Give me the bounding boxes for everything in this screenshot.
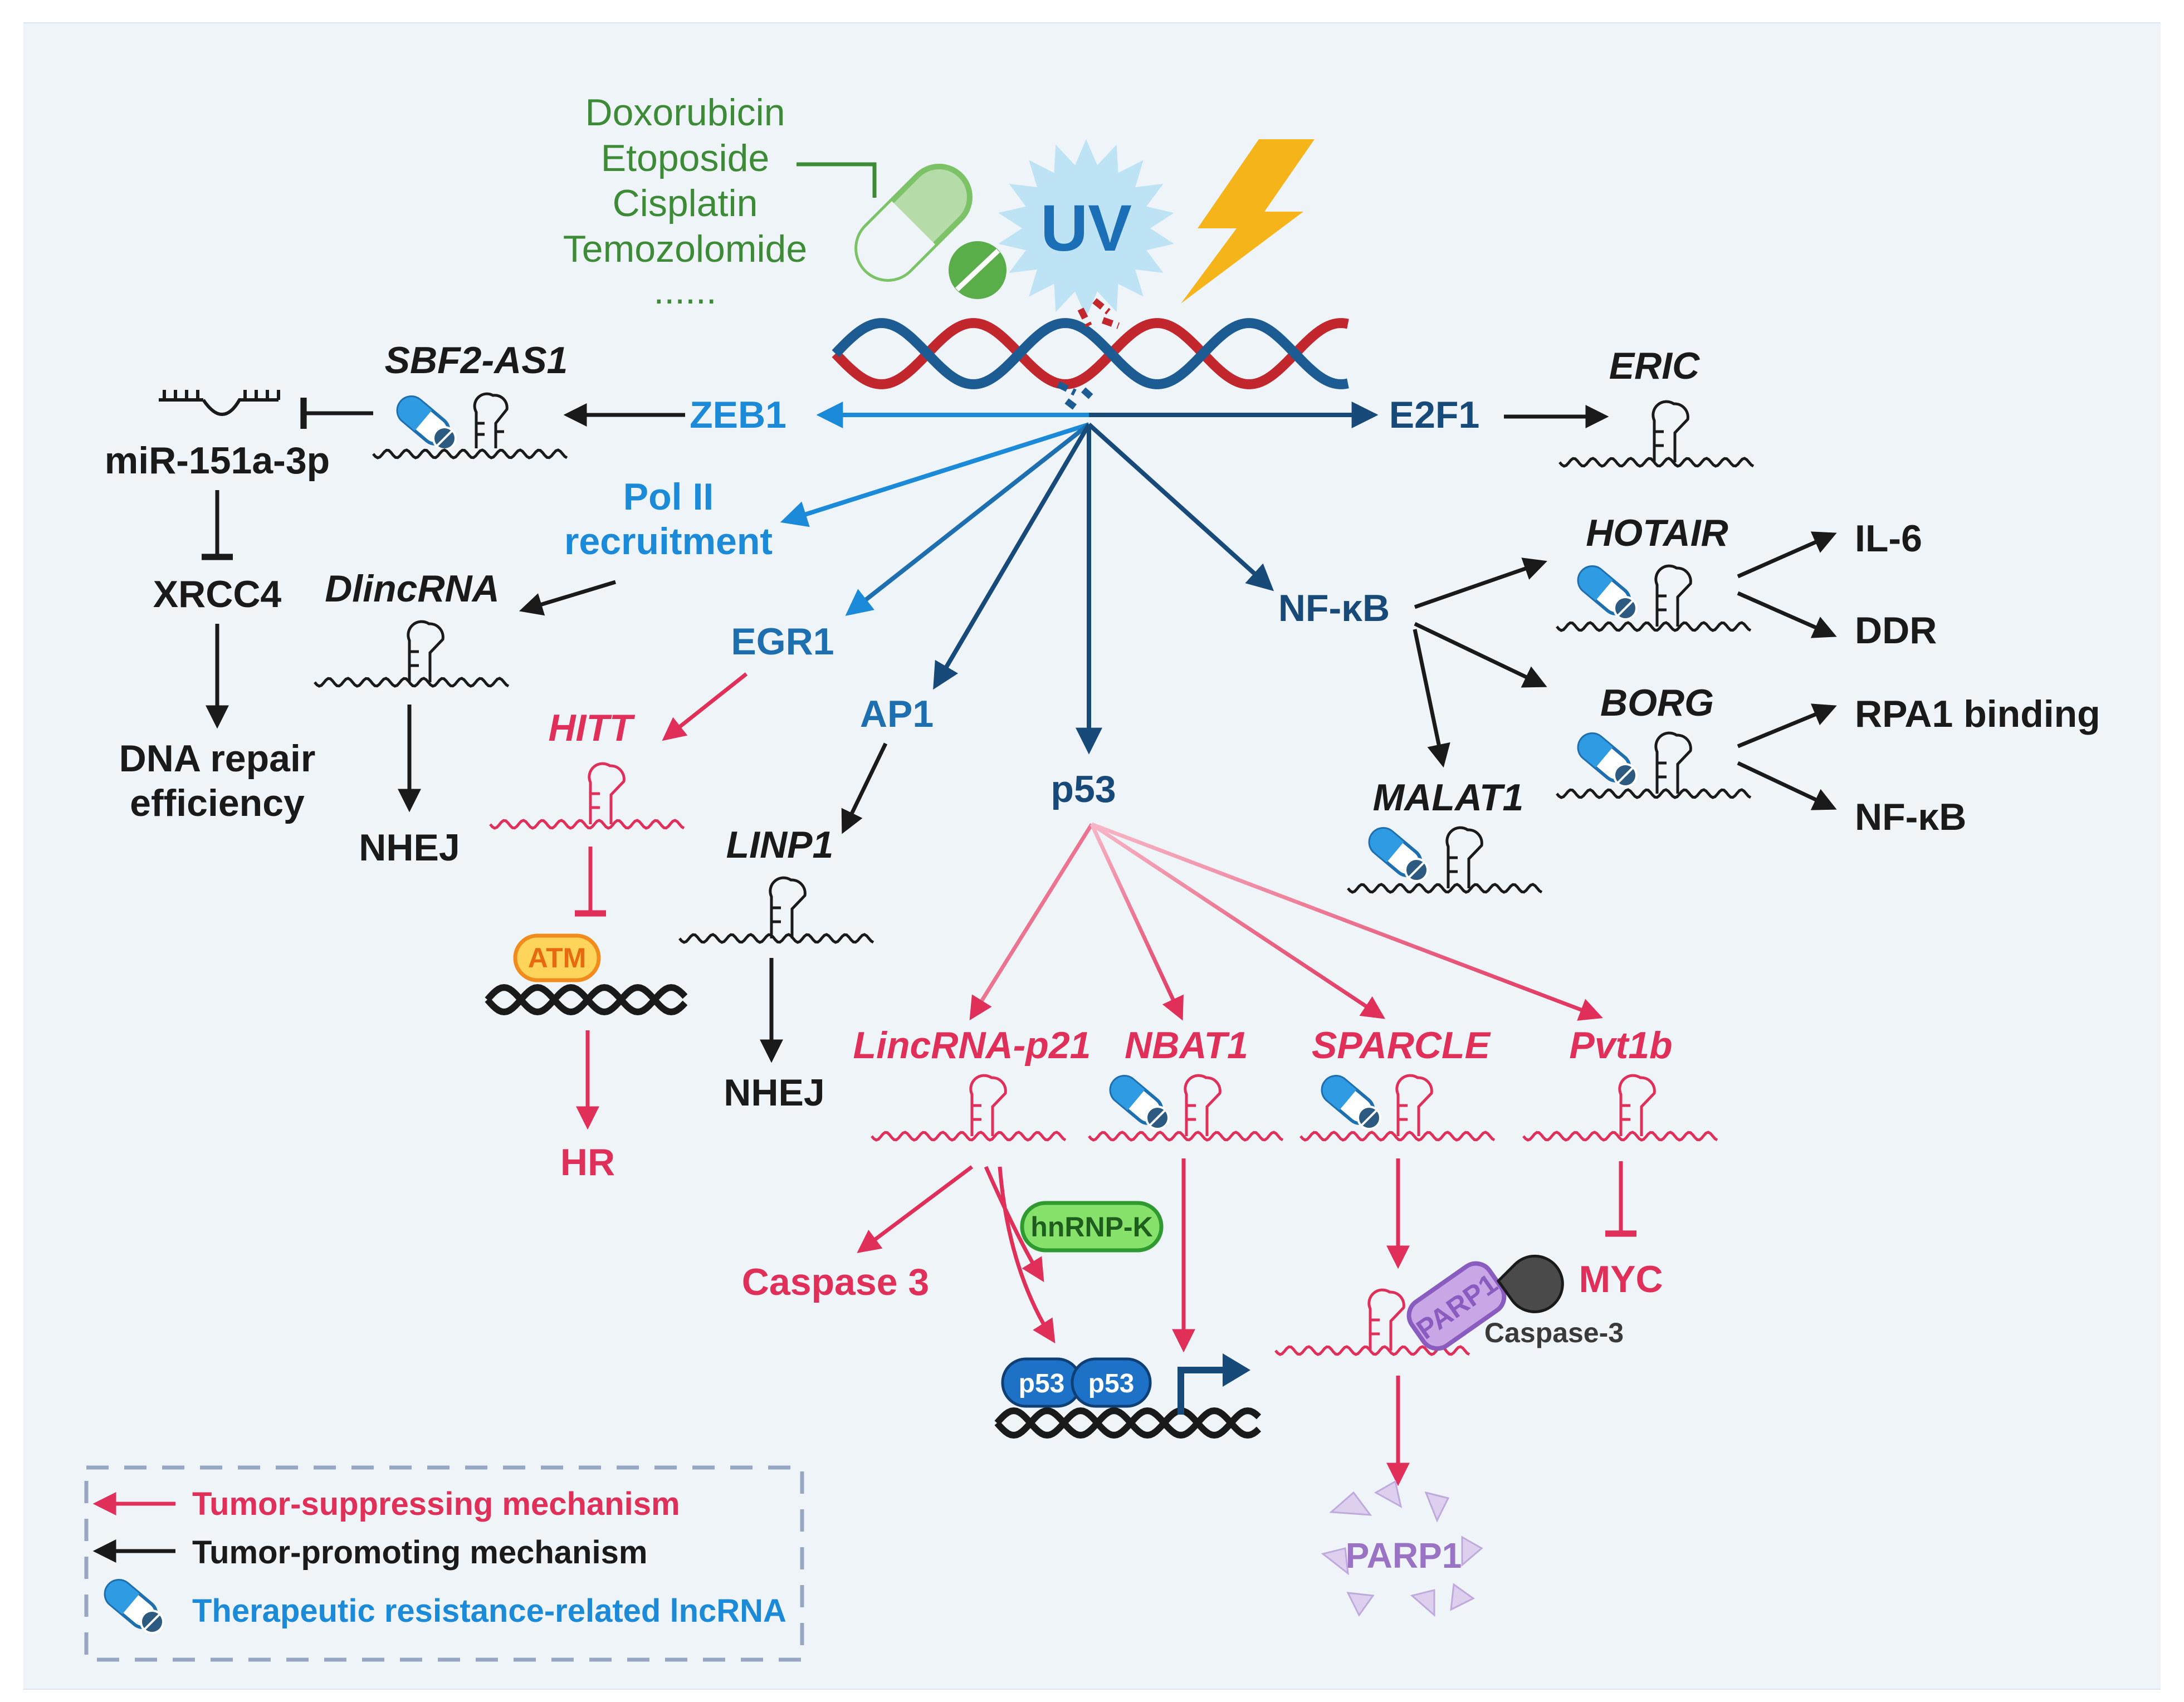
target-hnrnp-k: hnRNP-K — [1030, 1211, 1152, 1243]
target-hr: HR — [560, 1141, 615, 1183]
target-nhej-dlincrna: NHEJ — [359, 826, 460, 869]
drug-doxorubicin: Doxorubicin — [585, 91, 785, 134]
drug-pill-icon — [854, 164, 1007, 299]
target-rpa1-binding: RPA1 binding — [1855, 693, 2100, 735]
lncrna-nbat1: NBAT1 — [1125, 1024, 1248, 1067]
hnrnp-k-badge — [1020, 1201, 1164, 1253]
damage-signaling-arrows — [780, 402, 1379, 755]
target-nhej-linp1: NHEJ — [724, 1072, 824, 1114]
legend-pill-icon — [100, 1575, 163, 1633]
lncrna-dlincrna-glyph — [314, 620, 510, 688]
lncrna-sparcle: SPARCLE — [1312, 1024, 1492, 1067]
p53-promoter-glyph: p53 p53 — [994, 1353, 1262, 1439]
node-zeb1: ZEB1 — [690, 394, 786, 436]
target-dna-repair-line1: DNA repair — [119, 737, 316, 780]
drug-cisplatin: Cisplatin — [613, 182, 758, 224]
p53-target-arrows — [969, 822, 1603, 1021]
lncrna-hitt: HITT — [548, 707, 636, 749]
legend-suppress-label: Tumor-suppressing mechanism — [192, 1486, 680, 1522]
lncrna-sparcle-glyph — [1299, 1071, 1496, 1142]
uv-burst-icon: UV — [998, 139, 1174, 317]
p53-dimer-right: p53 — [1088, 1369, 1135, 1398]
target-nfkb-borg: NF-κB — [1855, 796, 1966, 838]
lncrna-hotair-glyph — [1556, 561, 1752, 632]
lncrna-malat1-glyph — [1347, 823, 1543, 894]
lncrna-lincrna-p21: LincRNA-p21 — [853, 1024, 1091, 1067]
target-myc: MYC — [1579, 1258, 1663, 1300]
drug-etoposide: Etoposide — [601, 137, 769, 179]
drug-connector-line — [797, 162, 877, 198]
target-dna-repair-line2: efficiency — [130, 782, 305, 824]
target-caspase-3: Caspase 3 — [742, 1261, 929, 1303]
target-parp1-cleaved: PARP1 — [1346, 1535, 1462, 1576]
lncrna-borg-glyph — [1556, 728, 1752, 799]
node-nfkb: NF-κB — [1278, 587, 1390, 629]
lncrna-nbat1-glyph — [1088, 1071, 1284, 1142]
lncrna-lincrna-p21-glyph — [871, 1074, 1067, 1142]
legend-box — [84, 1465, 804, 1662]
lncrna-malat1: MALAT1 — [1373, 776, 1524, 819]
target-ddr: DDR — [1855, 609, 1937, 652]
legend-promote-label: Tumor-promoting mechanism — [192, 1534, 647, 1571]
uv-label: UV — [1040, 192, 1132, 265]
node-pol2-line2: recruitment — [564, 520, 773, 563]
sparcle-parp1-glyph: PARP1 — [1274, 1254, 1564, 1356]
target-il-6: IL-6 — [1855, 517, 1922, 560]
lncrna-sbf2-as1-glyph — [372, 392, 568, 459]
lncrna-eric: ERIC — [1609, 345, 1700, 387]
lncrna-linp1: LINP1 — [726, 824, 834, 866]
lncrna-pvt1b: Pvt1b — [1569, 1024, 1672, 1067]
legend: Tumor-suppressing mechanism Tumor-promot… — [84, 1465, 804, 1662]
drug-temozolomide: Temozolomide — [563, 228, 807, 270]
target-caspase-3-enzyme: Caspase-3 — [1484, 1317, 1624, 1348]
lncrna-eric-glyph — [1558, 400, 1755, 468]
lncrna-pvt1b-glyph — [1522, 1074, 1718, 1142]
damaged-dna-icon — [832, 298, 1349, 412]
node-ap1: AP1 — [860, 693, 934, 735]
atm-badge — [513, 933, 601, 982]
node-egr1: EGR1 — [731, 620, 834, 663]
p53-dimer-left: p53 — [1019, 1369, 1065, 1398]
lncrna-dlincrna: DlincRNA — [325, 568, 500, 610]
lncrna-borg: BORG — [1600, 682, 1714, 724]
drug-more: ...... — [653, 270, 716, 312]
target-mir-151a-3p: miR-151a-3p — [105, 439, 330, 482]
mirna-glyph — [159, 390, 280, 416]
lncrna-linp1-glyph — [678, 876, 874, 944]
node-e2f1: E2F1 — [1389, 394, 1480, 436]
node-pol2-line1: Pol II — [623, 476, 714, 518]
lncrna-sbf2-as1: SBF2-AS1 — [385, 339, 568, 382]
target-atm: ATM — [528, 942, 587, 974]
drug-list: Doxorubicin Etoposide Cisplatin Temozolo… — [563, 91, 807, 312]
atm-dna-glyph: ATM — [485, 933, 688, 1016]
lncrna-hitt-glyph — [489, 762, 685, 830]
target-xrcc4: XRCC4 — [153, 573, 282, 615]
node-p53: p53 — [1051, 768, 1116, 810]
lncrna-hotair: HOTAIR — [1586, 512, 1728, 554]
lightning-icon — [1181, 139, 1315, 304]
legend-resist-label: Therapeutic resistance-related lncRNA — [192, 1593, 786, 1629]
cleaved-parp1-glyph: PARP1 — [1321, 1480, 1483, 1617]
